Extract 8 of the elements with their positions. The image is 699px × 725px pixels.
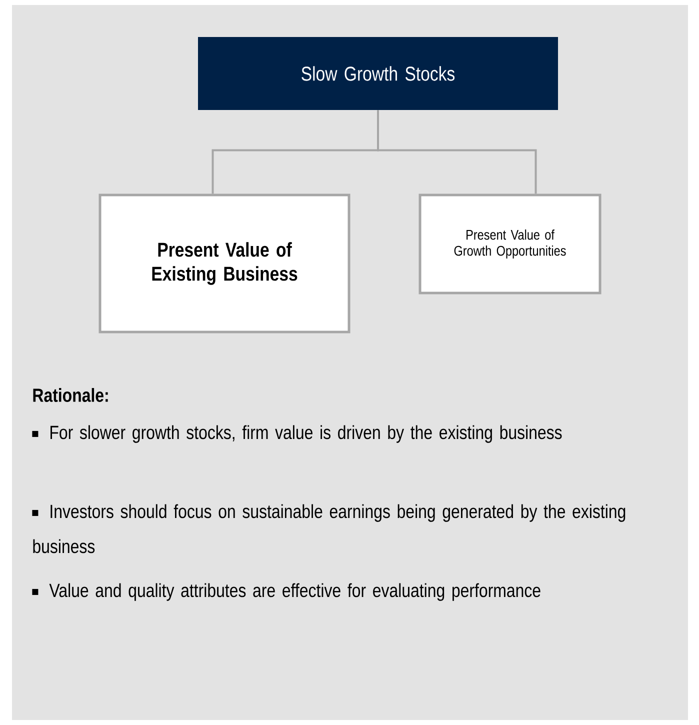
title-box: Slow Growth Stocks [198,37,558,110]
section-heading: Rationale: [33,388,108,402]
bullet-point: Investors should focus on sustainable earnings being generated by the existing business [32,504,626,554]
bullet-point: For slower growth stocks, firm value is driven by the existing business [32,425,562,443]
value-box: Present Value of Existing Business [98,194,350,334]
bullet-point: Value and quality attributes are effective for evaluating performance [32,583,540,601]
value-box: Present Value of Growth Opportunities [418,194,602,294]
connector-line [377,110,537,194]
